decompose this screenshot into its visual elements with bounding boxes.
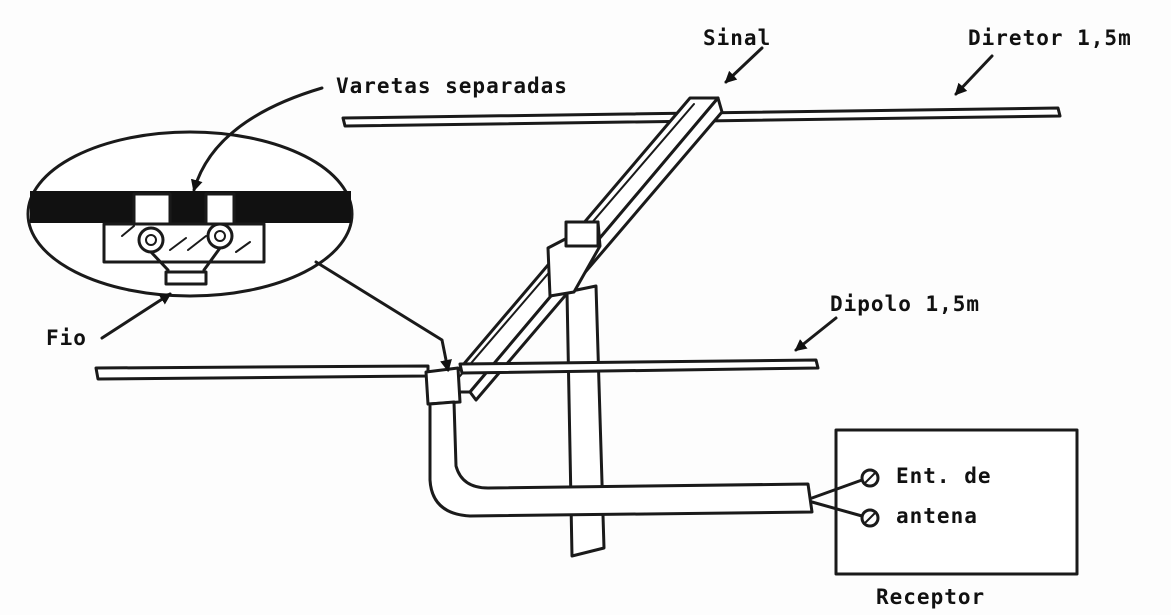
detail-ellipse — [26, 130, 354, 298]
dipole-arrow — [794, 316, 838, 352]
antenna-input-label-line2: antena — [896, 504, 978, 528]
separated-rods-arrow — [190, 86, 324, 192]
receiver-label: Receptor — [876, 585, 986, 609]
antenna-input-label-line1: Ent. de — [896, 464, 992, 488]
pointer-arrows — [100, 46, 994, 372]
director-label: Diretor 1,5m — [968, 26, 1132, 50]
coax-cable — [428, 400, 814, 518]
signal-arrow — [724, 46, 764, 84]
connector-block — [424, 366, 462, 406]
separated-rods-label: Varetas separadas — [336, 74, 568, 98]
wire-arrow — [100, 292, 172, 340]
dipole-label: Dipolo 1,5m — [830, 292, 981, 316]
detail-leader-line — [314, 260, 452, 372]
signal-label: Sinal — [703, 26, 772, 50]
receiver-box — [810, 428, 1079, 576]
wire-label: Fio — [46, 326, 87, 350]
director-arrow — [954, 54, 994, 96]
